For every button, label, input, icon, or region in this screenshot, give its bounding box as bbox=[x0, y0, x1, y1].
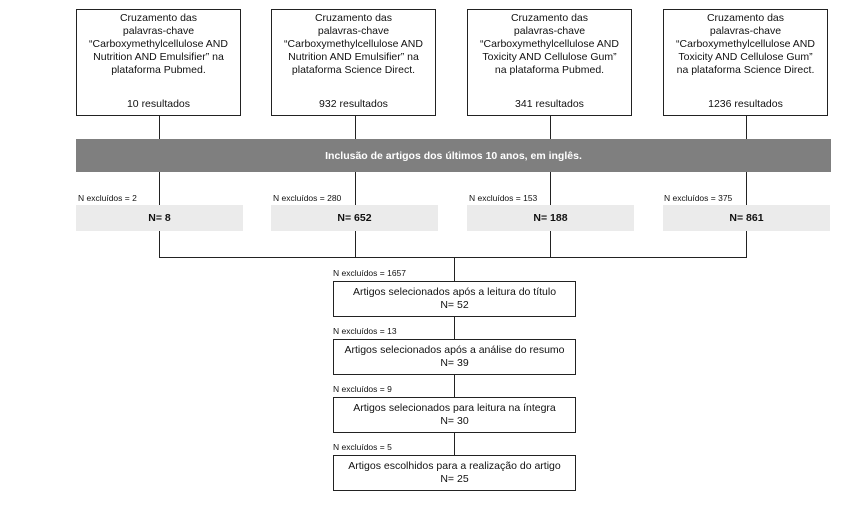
step-count: N= 52 bbox=[440, 299, 469, 311]
excluded-label: N excluídos = 13 bbox=[333, 326, 397, 336]
connector bbox=[159, 172, 160, 205]
connector bbox=[550, 231, 551, 258]
step-label: Artigos selecionados após a leitura do t… bbox=[352, 286, 557, 298]
connector bbox=[746, 172, 747, 205]
search-results-count: 10 resultados bbox=[126, 98, 191, 110]
step-box-2: Artigos selecionados após a análise do r… bbox=[333, 339, 576, 375]
step-count: N= 39 bbox=[440, 357, 469, 369]
search-results-count: 1236 resultados bbox=[708, 98, 783, 110]
step-label: Artigos selecionados após a análise do r… bbox=[344, 344, 565, 356]
excluded-label: N excluídos = 375 bbox=[664, 193, 733, 203]
connector bbox=[454, 317, 455, 339]
search-box-4: Cruzamento das palavras-chave “Carboxyme… bbox=[663, 9, 828, 116]
excluded-label: N excluídos = 280 bbox=[273, 193, 342, 203]
connector bbox=[159, 116, 160, 139]
connector bbox=[454, 375, 455, 397]
connector bbox=[159, 231, 160, 258]
excluded-label: N excluídos = 5 bbox=[333, 442, 392, 452]
search-results-count: 932 resultados bbox=[319, 98, 388, 110]
connector bbox=[746, 116, 747, 139]
connector bbox=[746, 231, 747, 258]
connector bbox=[454, 433, 455, 455]
step-box-4: Artigos escolhidos para a realização do … bbox=[333, 455, 576, 491]
search-query: Cruzamento das palavras-chave “Carboxyme… bbox=[676, 12, 815, 76]
connector bbox=[355, 172, 356, 205]
connector bbox=[355, 116, 356, 139]
n-count-box: N= 8 bbox=[76, 205, 243, 231]
step-box-1: Artigos selecionados após a leitura do t… bbox=[333, 281, 576, 317]
step-label: Artigos escolhidos para a realização do … bbox=[348, 460, 561, 472]
search-query: Cruzamento das palavras-chave “Carboxyme… bbox=[89, 12, 228, 76]
search-results-count: 341 resultados bbox=[515, 98, 584, 110]
excluded-label: N excluídos = 9 bbox=[333, 384, 392, 394]
excluded-label: N excluídos = 1657 bbox=[333, 268, 407, 278]
connector bbox=[355, 231, 356, 258]
search-box-1: Cruzamento das palavras-chave “Carboxyme… bbox=[76, 9, 241, 116]
merge-line bbox=[159, 257, 747, 258]
step-box-3: Artigos selecionados para leitura na ínt… bbox=[333, 397, 576, 433]
step-label: Artigos selecionados para leitura na ínt… bbox=[353, 402, 556, 414]
step-count: N= 30 bbox=[440, 415, 469, 427]
search-box-3: Cruzamento das palavras-chave “Carboxyme… bbox=[467, 9, 632, 116]
connector bbox=[550, 116, 551, 139]
search-query: Cruzamento das palavras-chave “Carboxyme… bbox=[480, 12, 619, 76]
filter-banner: Inclusão de artigos dos últimos 10 anos,… bbox=[76, 139, 831, 172]
connector bbox=[454, 257, 455, 281]
excluded-label: N excluídos = 153 bbox=[469, 193, 538, 203]
connector bbox=[550, 172, 551, 205]
n-count-box: N= 652 bbox=[271, 205, 438, 231]
n-count-box: N= 861 bbox=[663, 205, 830, 231]
n-count-box: N= 188 bbox=[467, 205, 634, 231]
step-count: N= 25 bbox=[440, 473, 469, 485]
search-query: Cruzamento das palavras-chave “Carboxyme… bbox=[284, 12, 423, 76]
excluded-label: N excluídos = 2 bbox=[78, 193, 137, 203]
search-box-2: Cruzamento das palavras-chave “Carboxyme… bbox=[271, 9, 436, 116]
